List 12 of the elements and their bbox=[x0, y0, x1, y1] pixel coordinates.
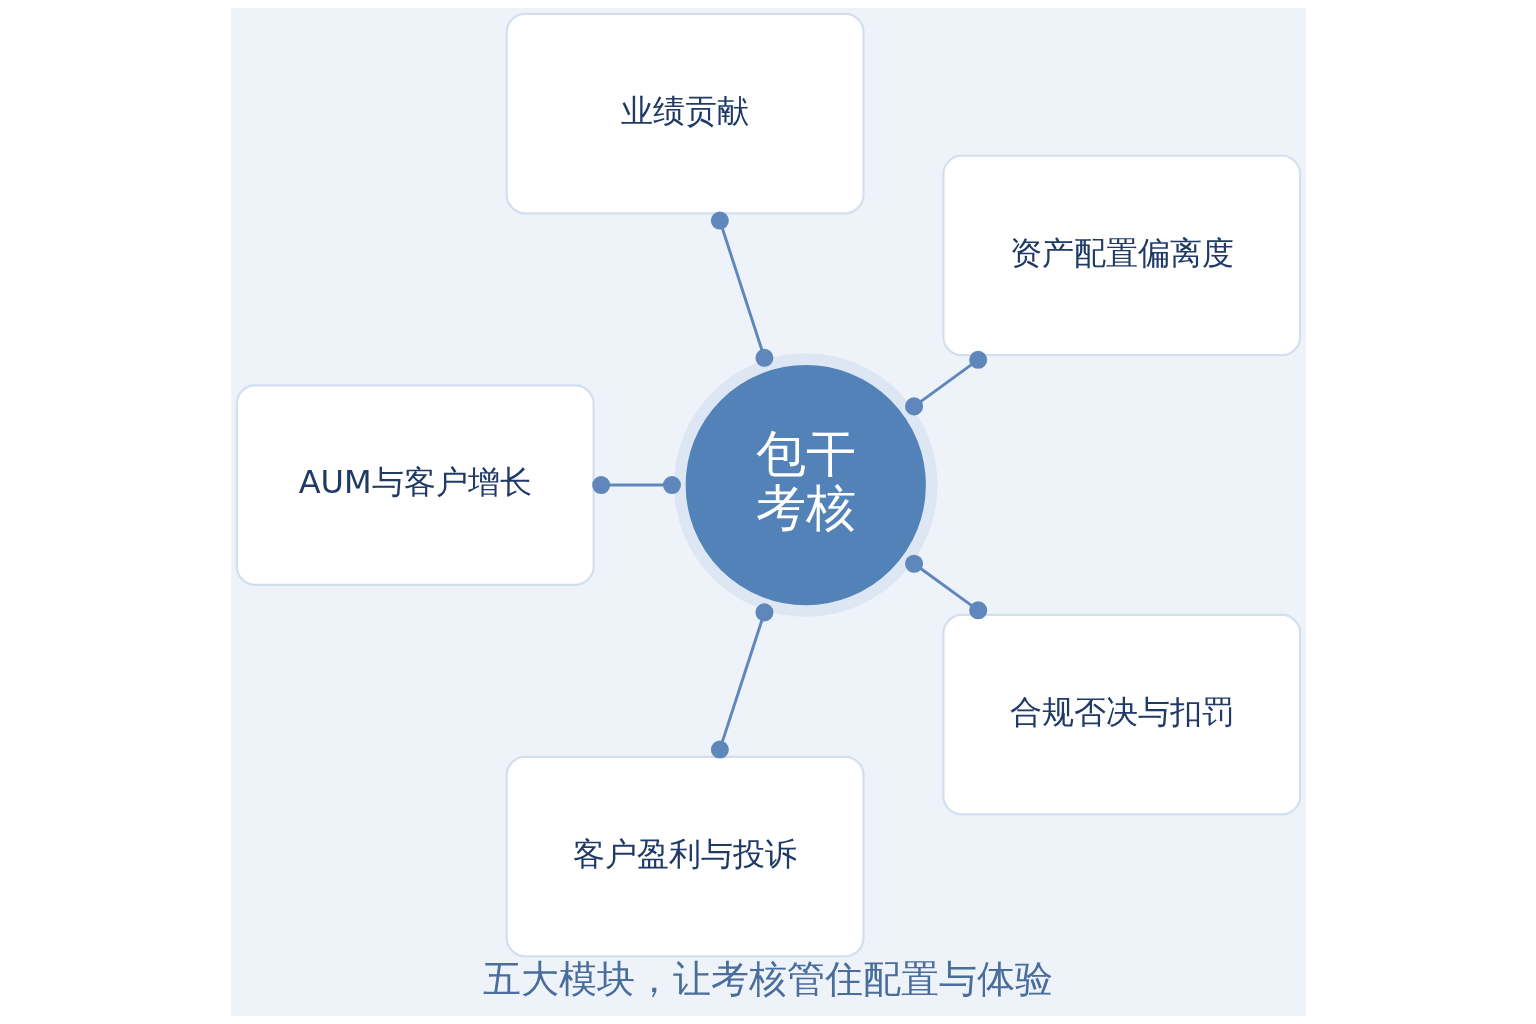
connector bbox=[904, 350, 987, 416]
connector bbox=[904, 554, 987, 620]
connector bbox=[710, 211, 773, 367]
node-box: 合规否决与扣罚 bbox=[941, 613, 1301, 816]
node-box: 客户盈利与投诉 bbox=[505, 755, 865, 958]
connector bbox=[591, 476, 681, 495]
node-box: 业绩贡献 bbox=[505, 12, 865, 215]
node-box: 资产配置偏离度 bbox=[941, 154, 1301, 357]
caption: 五大模块，让考核管住配置与体验 bbox=[483, 957, 1053, 1002]
node-circle: 包干考核 bbox=[673, 353, 938, 617]
node-box: AUM与客户增长 bbox=[235, 384, 595, 586]
connector bbox=[710, 603, 773, 759]
